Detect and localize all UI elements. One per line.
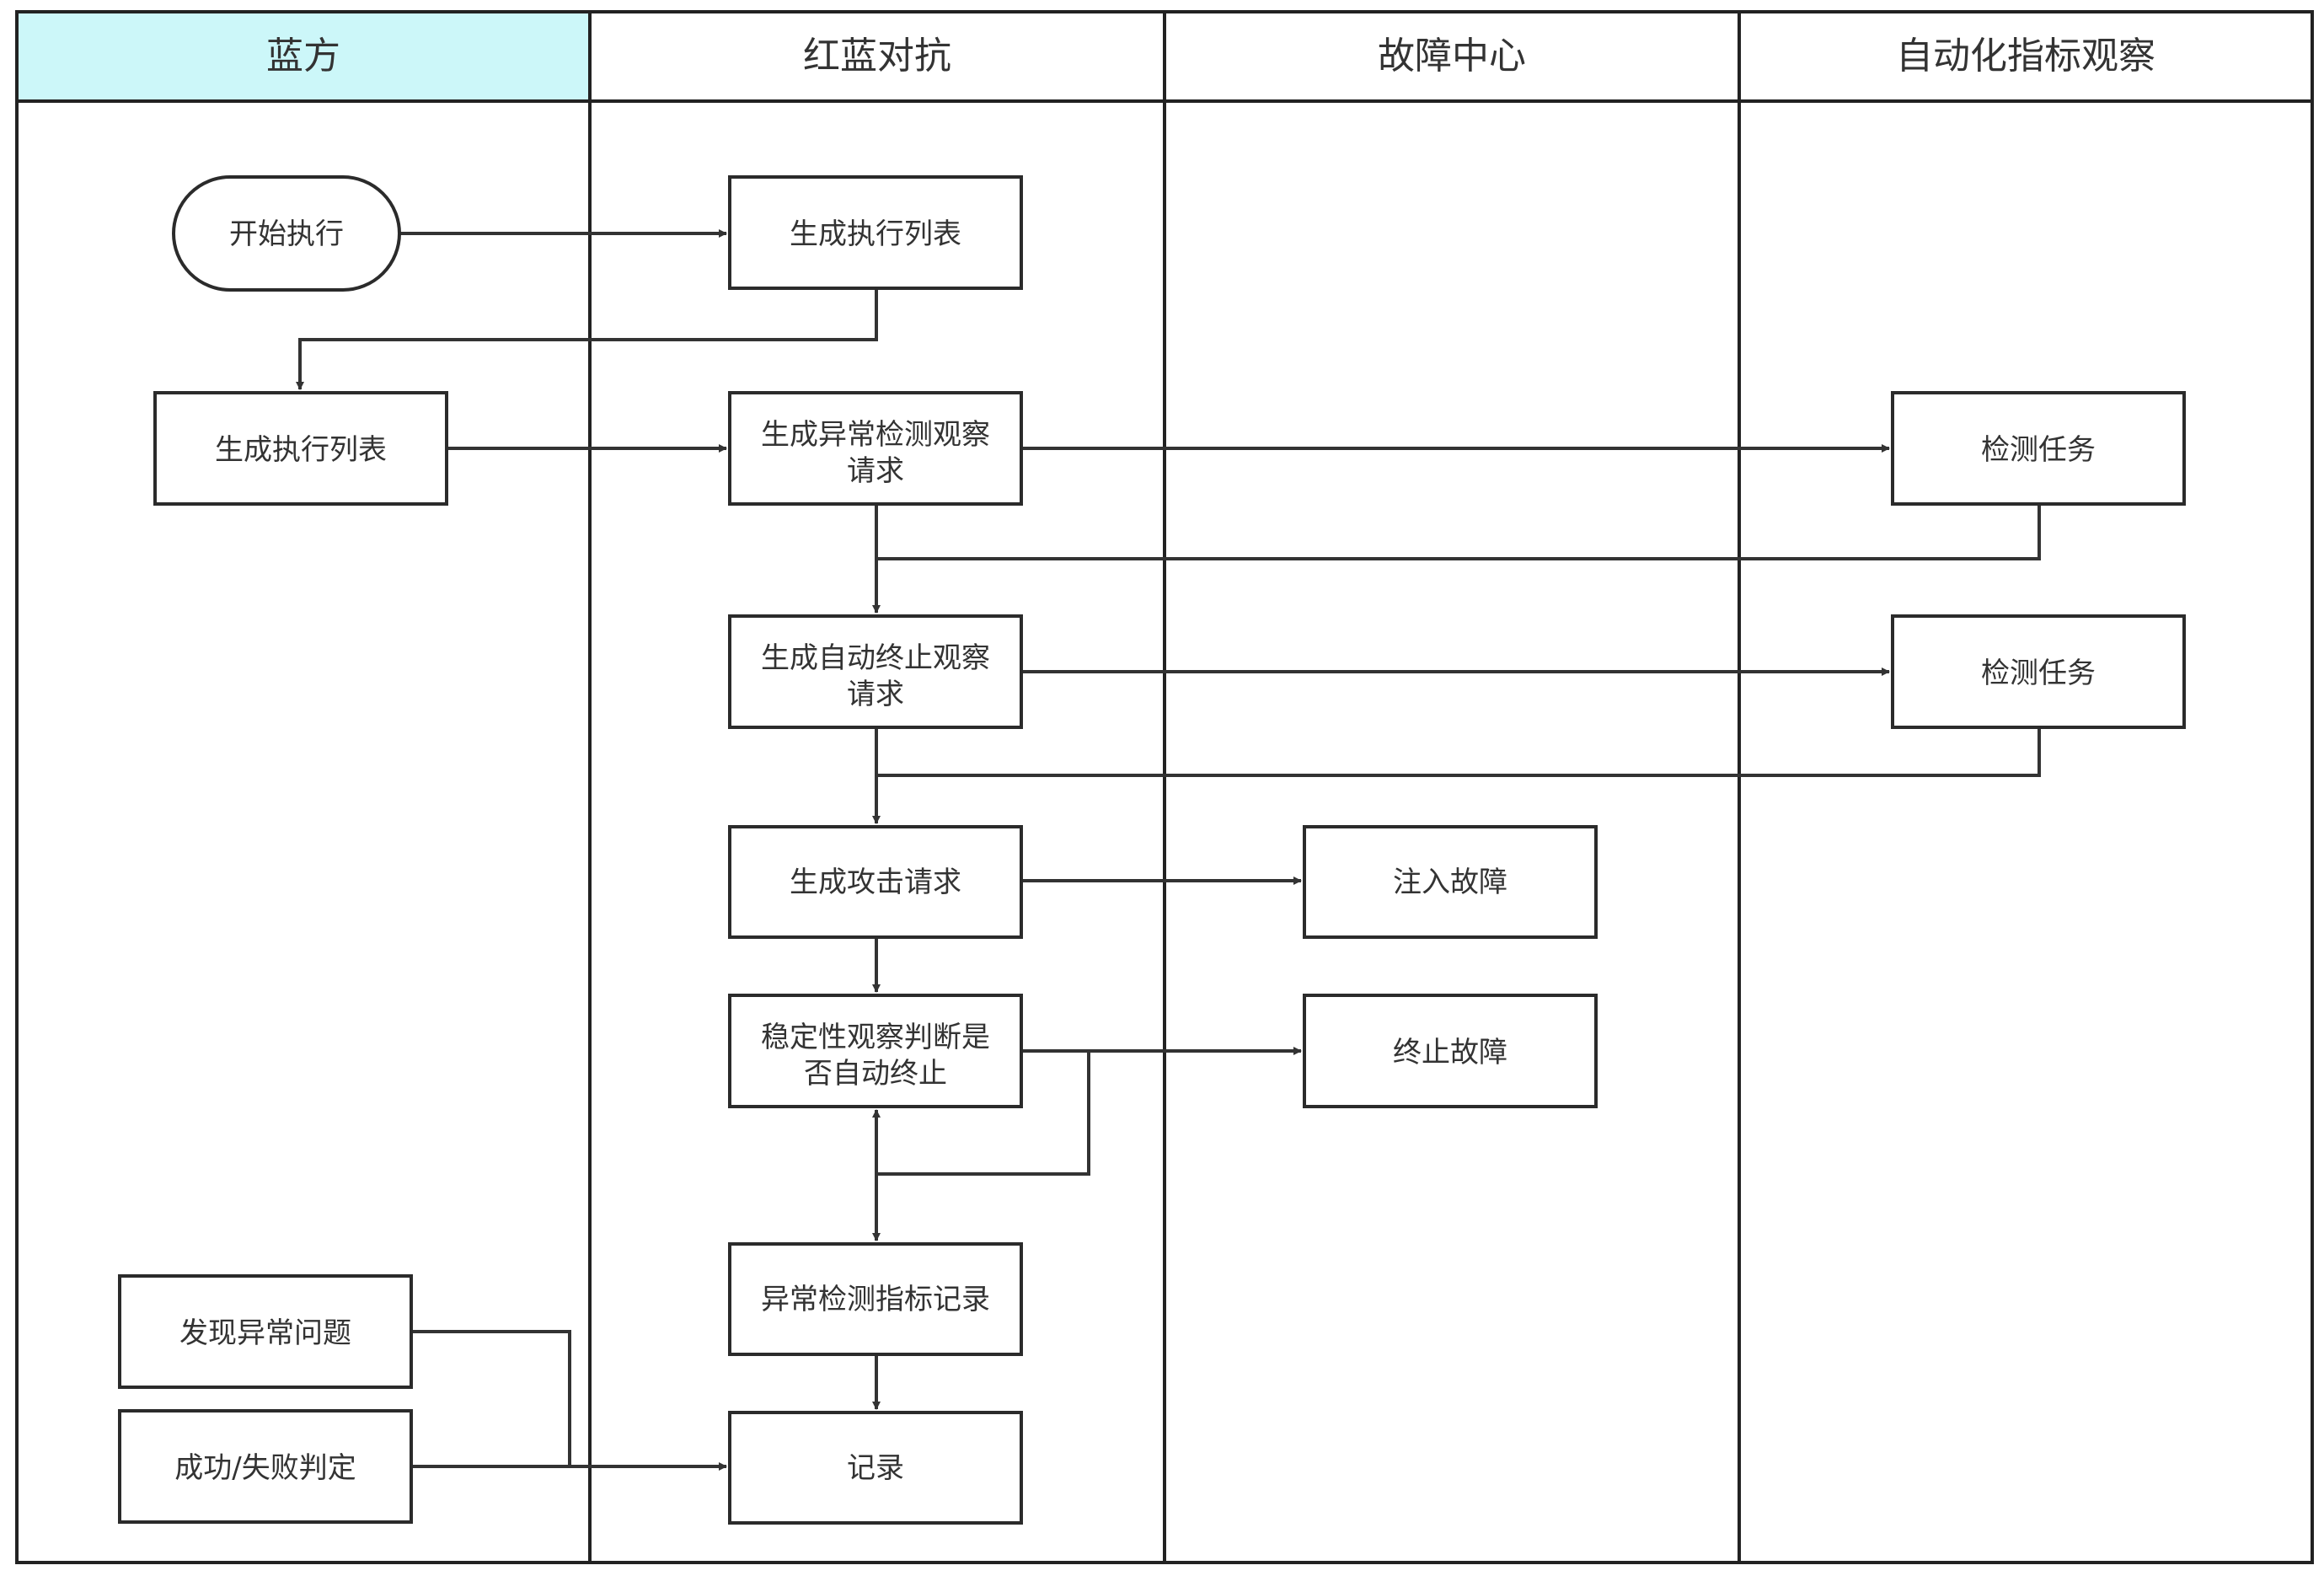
lane-header-blue [17, 12, 590, 101]
lane-title-auto: 自动化指标观察 [1896, 35, 2155, 78]
edge-gen-list-to-blue-list [296, 288, 878, 390]
node-success-fail: 成功/失败判定 [118, 1409, 413, 1524]
node-metric-log-label: 异常检测指标记录 [761, 1283, 990, 1316]
node-detect-task-1-label: 检测任务 [1981, 433, 2096, 467]
node-detect-task-1: 检测任务 [1891, 391, 2186, 506]
node-metric-log: 异常检测指标记录 [728, 1242, 1023, 1356]
lane-header-redblue [590, 12, 1165, 101]
node-stability-label-2: 否自动终止 [804, 1057, 947, 1091]
lane-title-blue: 蓝方 [266, 35, 340, 78]
node-record: 记录 [728, 1411, 1023, 1525]
node-stop-fault-label: 终止故障 [1393, 1036, 1507, 1069]
lane-title-fault: 故障中心 [1378, 35, 1526, 78]
node-gen-autostop-label-2: 请求 [847, 678, 904, 711]
node-record-label: 记录 [847, 1451, 904, 1485]
node-stability-label-1: 稳定性观察判断是 [761, 1021, 990, 1054]
node-detect-task-2-label: 检测任务 [1981, 657, 2096, 690]
lane-header-fault [1165, 12, 1739, 101]
node-stop-fault: 终止故障 [1303, 994, 1598, 1108]
node-stability-check: 稳定性观察判断是 否自动终止 [728, 994, 1023, 1108]
lane-title-redblue: 红蓝对抗 [803, 35, 951, 78]
node-start: 开始执行 [172, 175, 401, 292]
edge-detect2-return [876, 727, 2041, 777]
node-gen-attack-label: 生成攻击请求 [790, 866, 961, 899]
node-gen-list-blue-label: 生成执行列表 [215, 433, 387, 467]
node-success-fail-label: 成功/失败判定 [174, 1451, 356, 1485]
node-detect-task-2: 检测任务 [1891, 614, 2186, 729]
node-inject-fault: 注入故障 [1303, 825, 1598, 939]
node-gen-autostop-label-1: 生成自动终止观察 [761, 641, 990, 675]
edge-found-issue-to-record [411, 1330, 571, 1466]
node-gen-anomaly-request: 生成异常检测观察 请求 [728, 391, 1023, 506]
node-gen-list-blue: 生成执行列表 [153, 391, 448, 506]
lane-header-auto [1739, 12, 2312, 101]
node-gen-autostop-request: 生成自动终止观察 请求 [728, 614, 1023, 729]
node-start-label: 开始执行 [229, 217, 344, 251]
node-gen-list-redblue-label: 生成执行列表 [790, 217, 961, 251]
edge-detect1-return [876, 504, 2041, 560]
node-found-issue: 发现异常问题 [118, 1274, 413, 1389]
node-gen-anomaly-label-1: 生成异常检测观察 [761, 418, 990, 452]
node-found-issue-label: 发现异常问题 [179, 1316, 351, 1350]
node-gen-attack-request: 生成攻击请求 [728, 825, 1023, 939]
node-gen-list-redblue: 生成执行列表 [728, 175, 1023, 290]
node-gen-anomaly-label-2: 请求 [847, 454, 904, 488]
node-inject-fault-label: 注入故障 [1393, 866, 1507, 899]
